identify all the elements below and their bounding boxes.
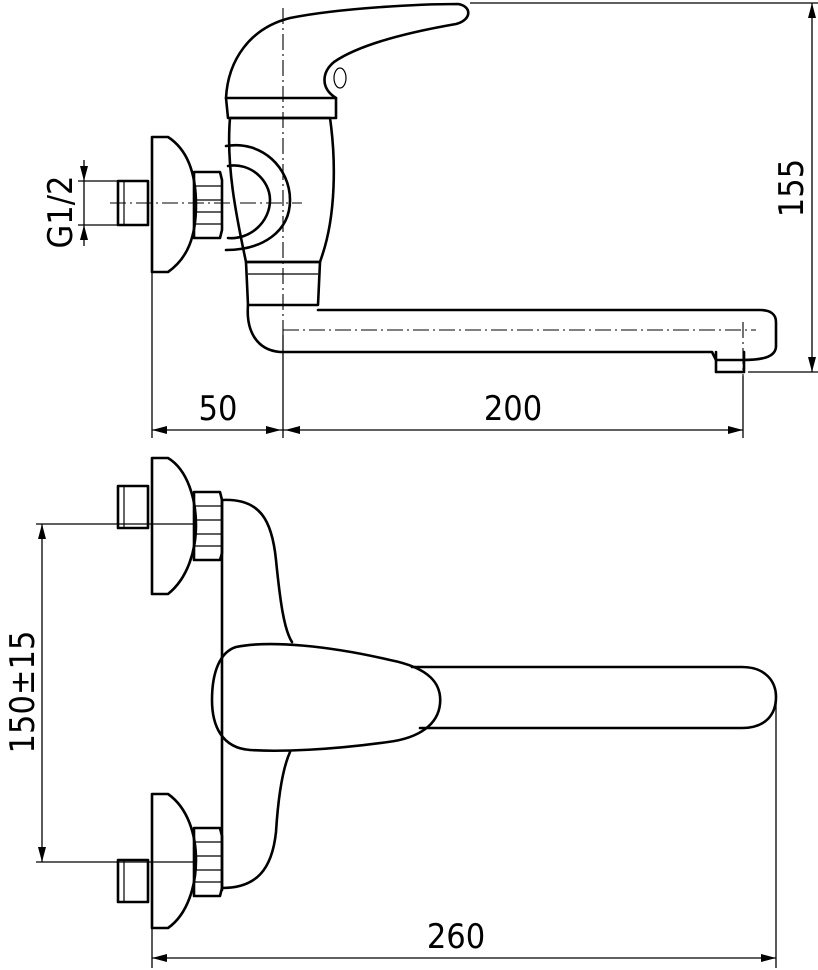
top-dimensions: 150±15 260 — [3, 523, 777, 968]
top-lower-flange — [150, 792, 198, 930]
top-spout — [410, 665, 778, 730]
side-dimensions: 155 G1/2 50 200 — [41, 2, 818, 438]
top-body-lower — [220, 750, 292, 890]
side-spout — [246, 303, 778, 362]
offset-dimension-label: 50 — [199, 389, 238, 429]
total-length-dimension-label: 260 — [427, 917, 485, 957]
top-body-upper — [220, 498, 294, 644]
spacing-dimension-label: 150±15 — [3, 631, 43, 754]
spout-reach-dimension-label: 200 — [484, 389, 542, 429]
top-upper-nut — [192, 490, 224, 562]
side-cartridge-cap — [224, 96, 338, 120]
top-view — [116, 456, 778, 930]
top-upper-thread — [116, 484, 150, 530]
side-wall-flange — [150, 135, 198, 274]
side-spout-collar — [244, 260, 322, 307]
side-eccentric-connector — [224, 143, 292, 252]
side-lever-handle — [224, 2, 470, 100]
side-aerator — [714, 350, 746, 374]
side-thread-inlet — [116, 179, 150, 227]
top-upper-flange — [150, 456, 198, 596]
height-dimension-label: 155 — [772, 159, 812, 217]
side-view — [110, 2, 778, 376]
top-lower-nut — [192, 826, 224, 898]
side-mixer-body — [227, 116, 336, 264]
thread-dimension-label: G1/2 — [41, 176, 81, 249]
side-nut — [192, 170, 224, 240]
top-lever-handle — [210, 642, 442, 753]
top-lower-thread — [116, 858, 150, 904]
